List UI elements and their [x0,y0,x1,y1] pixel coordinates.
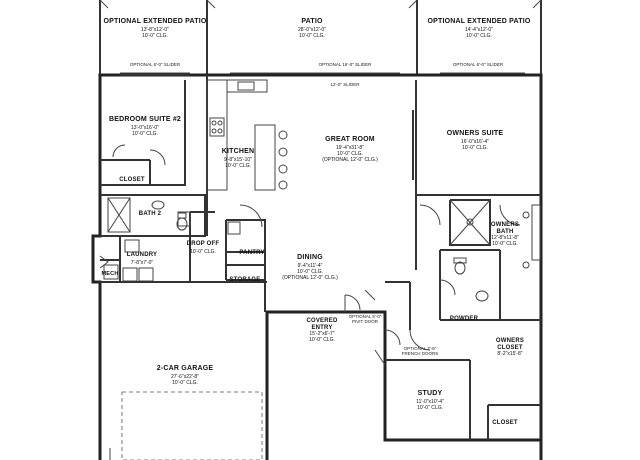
room-name: COVERED ENTRY [306,318,338,331]
room-ceiling: 10'-0" CLG. [309,336,335,343]
room-name: KITCHEN [221,148,255,155]
room-dims: 28'-0"x12'-0" [298,27,326,34]
room-name: STUDY [417,390,443,397]
room-dims: 9'-8"x15'-10" [224,157,252,164]
room-ceiling: 10'-0" CLG. [337,151,363,158]
room-label-owners-suite: OWNERS SUITE 16'-0"x16'-4" 10'-0" CLG. [447,122,503,152]
room-label-great-room: GREAT ROOM 19'-4"x31'-8" 10'-0" CLG. (OP… [322,128,378,164]
room-name: OWNERS BATH [490,222,520,235]
room-dims: 15'-2"x6'-7" [309,330,335,337]
room-name: STORAGE [229,277,261,283]
room-label-closet-study: CLOSET [492,411,518,429]
room-label-laundry: LAUNDRY 7'-8"x7'-0" [127,243,158,267]
note-slider-center: OPTIONAL 16'-0" SLIDER [318,62,372,67]
room-label-patio-left: OPTIONAL EXTENDED PATIO 13'-8"x12'-0" 10… [104,10,207,40]
room-dims: 14'-4"x12'-0" [465,27,493,34]
room-ceiling-optional: (OPTIONAL 12'-0" CLG.) [322,156,378,163]
room-label-study: STUDY 11'-0"x10'-4" 10'-0" CLG. [416,382,444,412]
room-name: BATH 2 [138,211,162,217]
room-dims: 16'-0"x16'-4" [461,139,489,146]
room-name: OPTIONAL EXTENDED PATIO [427,18,531,25]
room-dims: 11'-0"x10'-4" [416,399,444,406]
room-dims: 13'-0"x16'-0" [131,125,159,132]
room-name: GREAT ROOM [325,136,375,143]
room-dims: 13'-8"x12'-0" [141,27,169,34]
room-name: OWNERS CLOSET [495,338,525,351]
room-label-owners-bath: OWNERS BATH 12'-8"x11'-8" 10'-0" CLG. [490,222,520,247]
room-ceiling: 10'-0" CLG. [297,269,323,276]
room-label-dining: DINING 9'-4"x11'-4" 10'-0" CLG. (OPTIONA… [282,246,338,282]
room-ceiling: 10'-0" CLG. [417,405,443,412]
exterior-walls [91,73,543,460]
room-dims: 12'-8"x11'-8" [491,234,519,241]
note-pivot-door: OPTIONAL 5'-0" PIVIT DOOR [348,314,382,324]
room-dims: 27'-6"x22'-8" [171,374,199,381]
room-label-closet-bedroom: CLOSET [119,168,145,186]
room-name: POWDER [449,316,479,322]
room-name: 2-CAR GARAGE [156,365,214,372]
note-slider-main: 12'-0" SLIDER [330,82,360,87]
room-dims: 8'-2"x15'-8" [497,350,523,357]
room-ceiling: 10'-0" CLG. [132,131,158,138]
room-name: CLOSET [119,177,145,183]
room-label-owners-closet: OWNERS CLOSET 8'-2"x15'-8" [492,338,528,358]
room-name: BEDROOM SUITE #2 [108,116,182,123]
room-ceiling: 10'-0" CLG. [190,249,216,256]
room-ceiling-optional: (OPTIONAL 12'-0" CLG.) [282,274,338,281]
room-name: MECH [101,271,119,277]
room-label-garage: 2-CAR GARAGE 27'-6"x22'-8" 10'-0" CLG. [157,357,213,387]
room-ceiling: 10'-0" CLG. [225,163,251,170]
room-label-covered-entry: COVERED ENTRY 15'-2"x6'-7" 10'-0" CLG. [304,318,340,343]
room-name: PATIO [301,18,323,25]
room-ceiling: 10'-0" CLG. [466,33,492,40]
patio-outline [99,0,542,75]
room-name: DINING [297,254,323,261]
room-ceiling: 10'-0" CLG. [299,33,325,40]
room-label-patio: PATIO 28'-0"x12'-0" 10'-0" CLG. [298,10,326,40]
room-label-pantry: PANTRY [239,241,264,259]
room-name: DROP OFF [186,241,220,247]
room-label-patio-right: OPTIONAL EXTENDED PATIO 14'-4"x12'-0" 10… [428,10,531,40]
room-ceiling: 10'-0" CLG. [492,240,518,247]
owners-walls [384,80,541,351]
room-label-drop-off: DROP OFF 10'-0" CLG. [187,232,220,256]
note-slider-left: OPTIONAL 6'-0" SLIDER [129,62,181,67]
garage-outline [100,281,267,460]
room-dims: 9'-4"x11'-4" [297,263,323,270]
study-walls [374,349,541,440]
room-dims: 7'-8"x7'-0" [130,260,154,267]
room-label-mech: MECH [102,262,119,280]
room-label-kitchen: KITCHEN 9'-8"x15'-10" 10'-0" CLG. [222,140,255,170]
note-slider-right: OPTIONAL 6'-0" SLIDER [452,62,504,67]
room-ceiling: 10'-0" CLG. [462,145,488,152]
rear-sliders [120,72,525,76]
room-ceiling: 10'-0" CLG. [142,33,168,40]
room-label-bedroom2: BEDROOM SUITE #2 13'-0"x16'-0" 10'-0" CL… [109,108,181,138]
room-label-bath2: BATH 2 [139,202,161,220]
room-label-powder: POWDER [450,307,478,325]
bedroom-walls [100,80,186,186]
room-name: OWNERS SUITE [446,130,504,137]
room-name: OPTIONAL EXTENDED PATIO [103,18,207,25]
kitchen-fixtures [206,75,288,236]
room-ceiling: 10'-0" CLG. [172,380,198,387]
room-name: PANTRY [239,250,265,256]
room-label-storage: STORAGE [230,268,261,286]
note-french-doors: OPTIONAL 2'-6" FRENCH DOORS [401,346,439,356]
room-dims: 19'-4"x31'-8" [336,145,364,152]
room-name: LAUNDRY [126,252,158,258]
room-name: CLOSET [492,420,518,426]
